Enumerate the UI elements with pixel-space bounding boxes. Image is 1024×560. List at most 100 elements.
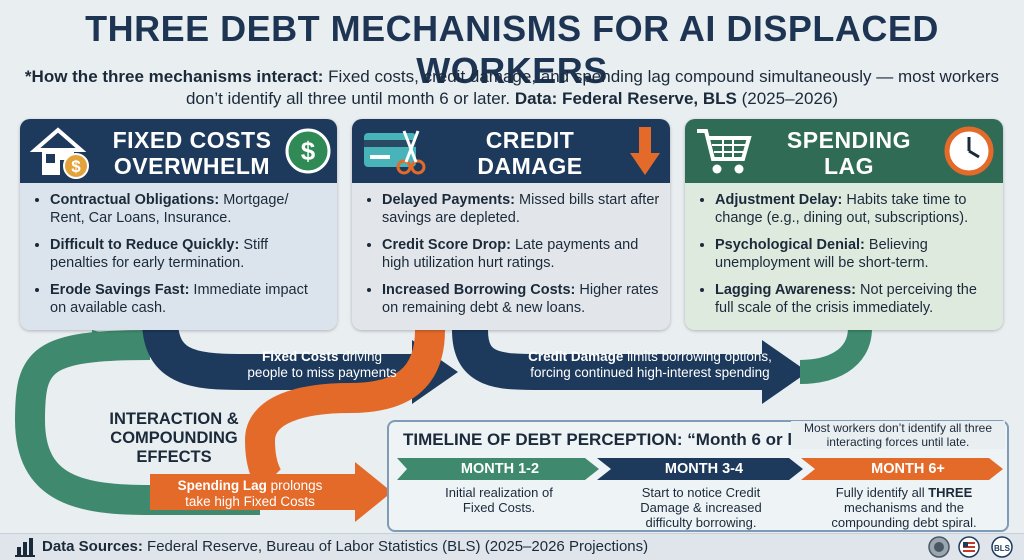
clock-icon (944, 126, 994, 176)
item-term: Adjustment Delay: (715, 192, 843, 208)
page-title: THREE DEBT MECHANISMS FOR AI DISPLACED W… (85, 8, 939, 91)
subtitle-text: Fixed costs, credit damage, and spending… (185, 67, 1000, 108)
subtitle-lead: *How the three mechanisms interact: (24, 67, 324, 86)
item-text: Immediate impact on available cash. (50, 282, 308, 316)
phase-3-desc-pre: Fully identify all (835, 485, 929, 500)
credit-damage-list: Delayed Payments: Missed bills start aft… (366, 191, 660, 317)
timeline-phase-arrows (397, 458, 1003, 480)
item-text: Not perceiving the full scale of the cri… (715, 282, 977, 316)
data-sources-text: Federal Reserve, Bureau of Labor Statist… (142, 538, 649, 555)
spending-lag-header: SPENDING LAG COMPOUNDS (685, 119, 1003, 205)
fixed-costs-arrow (142, 318, 420, 390)
house-dollar-icon: $ (30, 127, 89, 179)
item-text: Habits take time to change (e.g., dining… (715, 192, 969, 226)
item-text: Mortgage/ Rent, Car Loans, Insurance. (50, 192, 289, 226)
item-text: Late payments and high utilization hurt … (382, 237, 639, 271)
flow-text: prolongs (266, 478, 323, 493)
us-flag-seal-icon (958, 536, 980, 558)
federal-reserve-seal-icon (928, 536, 950, 558)
list-item: Difficult to Reduce Quickly: Stiff penal… (50, 236, 327, 272)
svg-text:$: $ (301, 136, 316, 166)
phase-3-label: MONTH 6+ (871, 461, 945, 477)
phase-3-arrow (801, 458, 1003, 480)
list-item: Lagging Awareness: Not perceiving the fu… (715, 281, 993, 317)
flow-text: driving (338, 349, 383, 364)
list-item: Delayed Payments: Missed bills start aft… (382, 191, 660, 227)
flow-text: forcing continued high-interest spending (530, 365, 770, 380)
phase-1-desc: Initial realization of Fixed Costs. (445, 485, 553, 515)
spending-lag-card: SPENDING LAG COMPOUNDS Adjustment Delay:… (685, 119, 1003, 330)
spending-lag-list: Adjustment Delay: Habits take time to ch… (699, 191, 993, 317)
data-sources: Data Sources: Federal Reserve, Bureau of… (42, 538, 648, 555)
data-sources-label: Data Sources: (42, 538, 143, 555)
credit-damage-card: CREDIT DAMAGE AMPLIFIES Delayed Payments… (352, 119, 670, 330)
credit-damage-flow-label: Credit Damage limits borrowing options, … (520, 349, 780, 381)
list-item: Erode Savings Fast: Immediate impact on … (50, 281, 327, 317)
fixed-costs-card: $ FIXED COSTS OVERWHELM $ Contractual Ob… (20, 119, 337, 330)
item-term: Delayed Payments: (382, 192, 515, 208)
fixed-costs-title: FIXED COSTS OVERWHELM (112, 127, 272, 179)
flow-term: Spending Lag (177, 478, 267, 493)
credit-damage-header: CREDIT DAMAGE AMPLIFIES (352, 119, 670, 205)
fixed-costs-list: Contractual Obligations: Mortgage/ Rent,… (34, 191, 327, 317)
flow-text: people to miss payments (247, 365, 397, 380)
item-term: Contractual Obligations: (50, 192, 220, 208)
credit-damage-body: Delayed Payments: Missed bills start aft… (352, 183, 670, 330)
list-item: Increased Borrowing Costs: Higher rates … (382, 281, 660, 317)
phase-2-arrow (597, 458, 803, 480)
fixed-costs-flow-label: Fixed Costs driving people to miss payme… (222, 349, 422, 381)
fixed-costs-header: $ FIXED COSTS OVERWHELM $ (20, 119, 337, 183)
dollar-coin-icon: $ (285, 128, 331, 174)
item-text: Missed bills start after savings are dep… (382, 192, 660, 226)
item-term: Credit Score Drop: (382, 237, 511, 253)
flow-term: Credit Damage (528, 349, 624, 364)
interaction-s-curve (244, 329, 445, 491)
spending-lag-body: Adjustment Delay: Habits take time to ch… (685, 183, 1003, 330)
phase-2-desc: Start to notice Credit Damage & increase… (640, 485, 762, 530)
spending-lag-tail (799, 326, 872, 384)
item-term: Lagging Awareness: (715, 282, 857, 298)
phase-1-label: MONTH 1-2 (460, 461, 540, 477)
list-item: Contractual Obligations: Mortgage/ Rent,… (50, 191, 327, 227)
subtitle: *How the three mechanisms interact: Fixe… (20, 66, 1004, 110)
cut-credit-card-icon (364, 130, 426, 175)
return-loop-arrow (14, 330, 260, 515)
phase-3-desc: Fully identify all THREE mechanisms and … (819, 485, 989, 530)
item-term: Difficult to Reduce Quickly: (50, 237, 240, 253)
interaction-label: INTERACTION & COMPOUNDING EFFECTS (109, 410, 239, 466)
subtitle-data-label: Data: Federal Reserve, BLS (514, 89, 737, 108)
item-text: Believing unemployment will be short-ter… (715, 237, 929, 271)
item-text: Stiff penalties for early termination. (50, 237, 269, 271)
credit-damage-arrow (452, 328, 770, 390)
spending-lag-arrowhead (355, 462, 392, 522)
item-term: Increased Borrowing Costs: (382, 282, 576, 298)
timeline-box: TIMELINE OF DEBT PERCEPTION: “Month 6 or… (387, 420, 1009, 532)
flow-text: limits borrowing options, (623, 349, 772, 364)
subtitle-years: (2025–2026) (736, 89, 839, 108)
return-loop-arrowhead (92, 330, 150, 362)
svg-text:$: $ (71, 157, 81, 176)
credit-damage-arrowhead (762, 340, 808, 404)
down-arrow-icon (630, 127, 660, 175)
timeline-note: Most workers don’t identify all three in… (791, 421, 1005, 449)
item-term: Psychological Denial: (715, 237, 865, 253)
list-item: Credit Score Drop: Late payments and hig… (382, 236, 660, 272)
shopping-cart-icon (697, 129, 752, 174)
footer-bar: Data Sources: Federal Reserve, Bureau of… (0, 533, 1024, 560)
item-term: Erode Savings Fast: (50, 282, 190, 298)
phase-1-arrow (397, 458, 599, 480)
item-text: Higher rates on remaining debt & new loa… (382, 282, 659, 316)
list-item: Adjustment Delay: Habits take time to ch… (715, 191, 993, 227)
list-item: Psychological Denial: Believing unemploy… (715, 236, 993, 272)
phase-3-desc-strong: THREE (928, 485, 973, 500)
spending-lag-flow-label: Spending Lag prolongs take high Fixed Co… (160, 478, 340, 510)
phase-3-desc-post: mechanisms and the compounding debt spir… (831, 500, 977, 530)
bls-seal-icon: BLS (991, 536, 1013, 558)
flow-text: take high Fixed Costs (185, 494, 315, 509)
phase-2-label: MONTH 3-4 (664, 461, 744, 477)
bar-chart-icon (15, 538, 35, 557)
bls-seal-text: BLS (994, 544, 1011, 553)
flow-term: Fixed Costs (261, 349, 339, 364)
timeline-title: TIMELINE OF DEBT PERCEPTION: “Month 6 or… (403, 430, 832, 449)
